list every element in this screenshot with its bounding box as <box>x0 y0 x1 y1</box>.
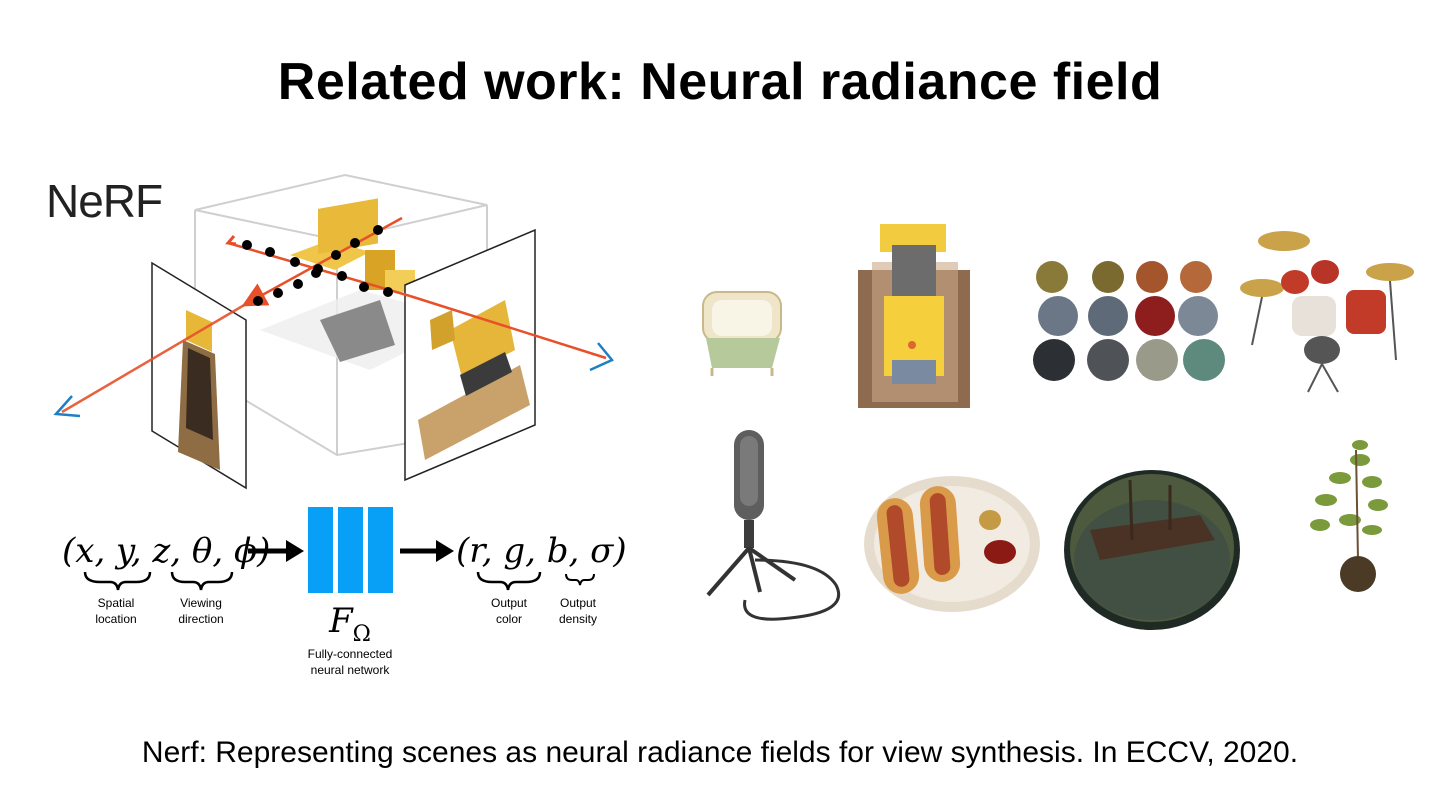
chair-render-icon <box>702 291 782 376</box>
label-spatial-1: Spatial <box>98 596 135 610</box>
nerf-logo: NeRF <box>46 175 163 227</box>
network-block <box>308 507 393 593</box>
label-color-1: Output <box>491 596 528 610</box>
camera-right-icon <box>589 342 615 372</box>
brace-density <box>565 573 595 586</box>
label-network-1: Fully-connected <box>308 647 393 661</box>
right-view-bulldozer-icon <box>418 300 530 460</box>
camera-left-icon <box>53 395 81 418</box>
output-expression: (r, g, b, σ) <box>456 531 627 571</box>
microphone-render-icon <box>706 430 841 621</box>
brace-viewing <box>170 571 234 591</box>
citation: Nerf: Representing scenes as neural radi… <box>141 736 1299 769</box>
materials-render-icon <box>1033 261 1225 381</box>
ficus-render-icon <box>1310 440 1388 592</box>
ray-1-extended <box>61 302 247 414</box>
ship-render-icon <box>1064 470 1240 630</box>
label-spatial-2: location <box>95 612 136 626</box>
scene-gallery <box>702 224 1414 630</box>
input-expression: (x, y, z, θ, ϕ) <box>62 531 270 571</box>
nerf-scene-diagram <box>53 173 615 490</box>
sample-points <box>242 225 393 306</box>
network-symbol: FΩ <box>328 601 371 647</box>
ray-2-extended <box>409 294 607 360</box>
label-density-1: Output <box>560 596 597 610</box>
label-density-2: density <box>559 612 597 626</box>
nerf-equation: (x, y, z, θ, ϕ) (r, g, b, σ) FΩ Spatial … <box>62 507 627 677</box>
drums-render-icon <box>1240 231 1414 393</box>
brace-color <box>476 571 542 591</box>
label-color-2: color <box>496 612 522 626</box>
label-viewing-1: Viewing <box>180 596 222 610</box>
label-network-2: neural network <box>311 663 391 677</box>
label-viewing-2: direction <box>178 612 223 626</box>
hotdog-render-icon <box>864 476 1040 612</box>
lego-render-icon <box>858 224 970 408</box>
brace-spatial <box>83 571 152 591</box>
slide-title: Related work: Neural radiance field <box>277 53 1163 111</box>
